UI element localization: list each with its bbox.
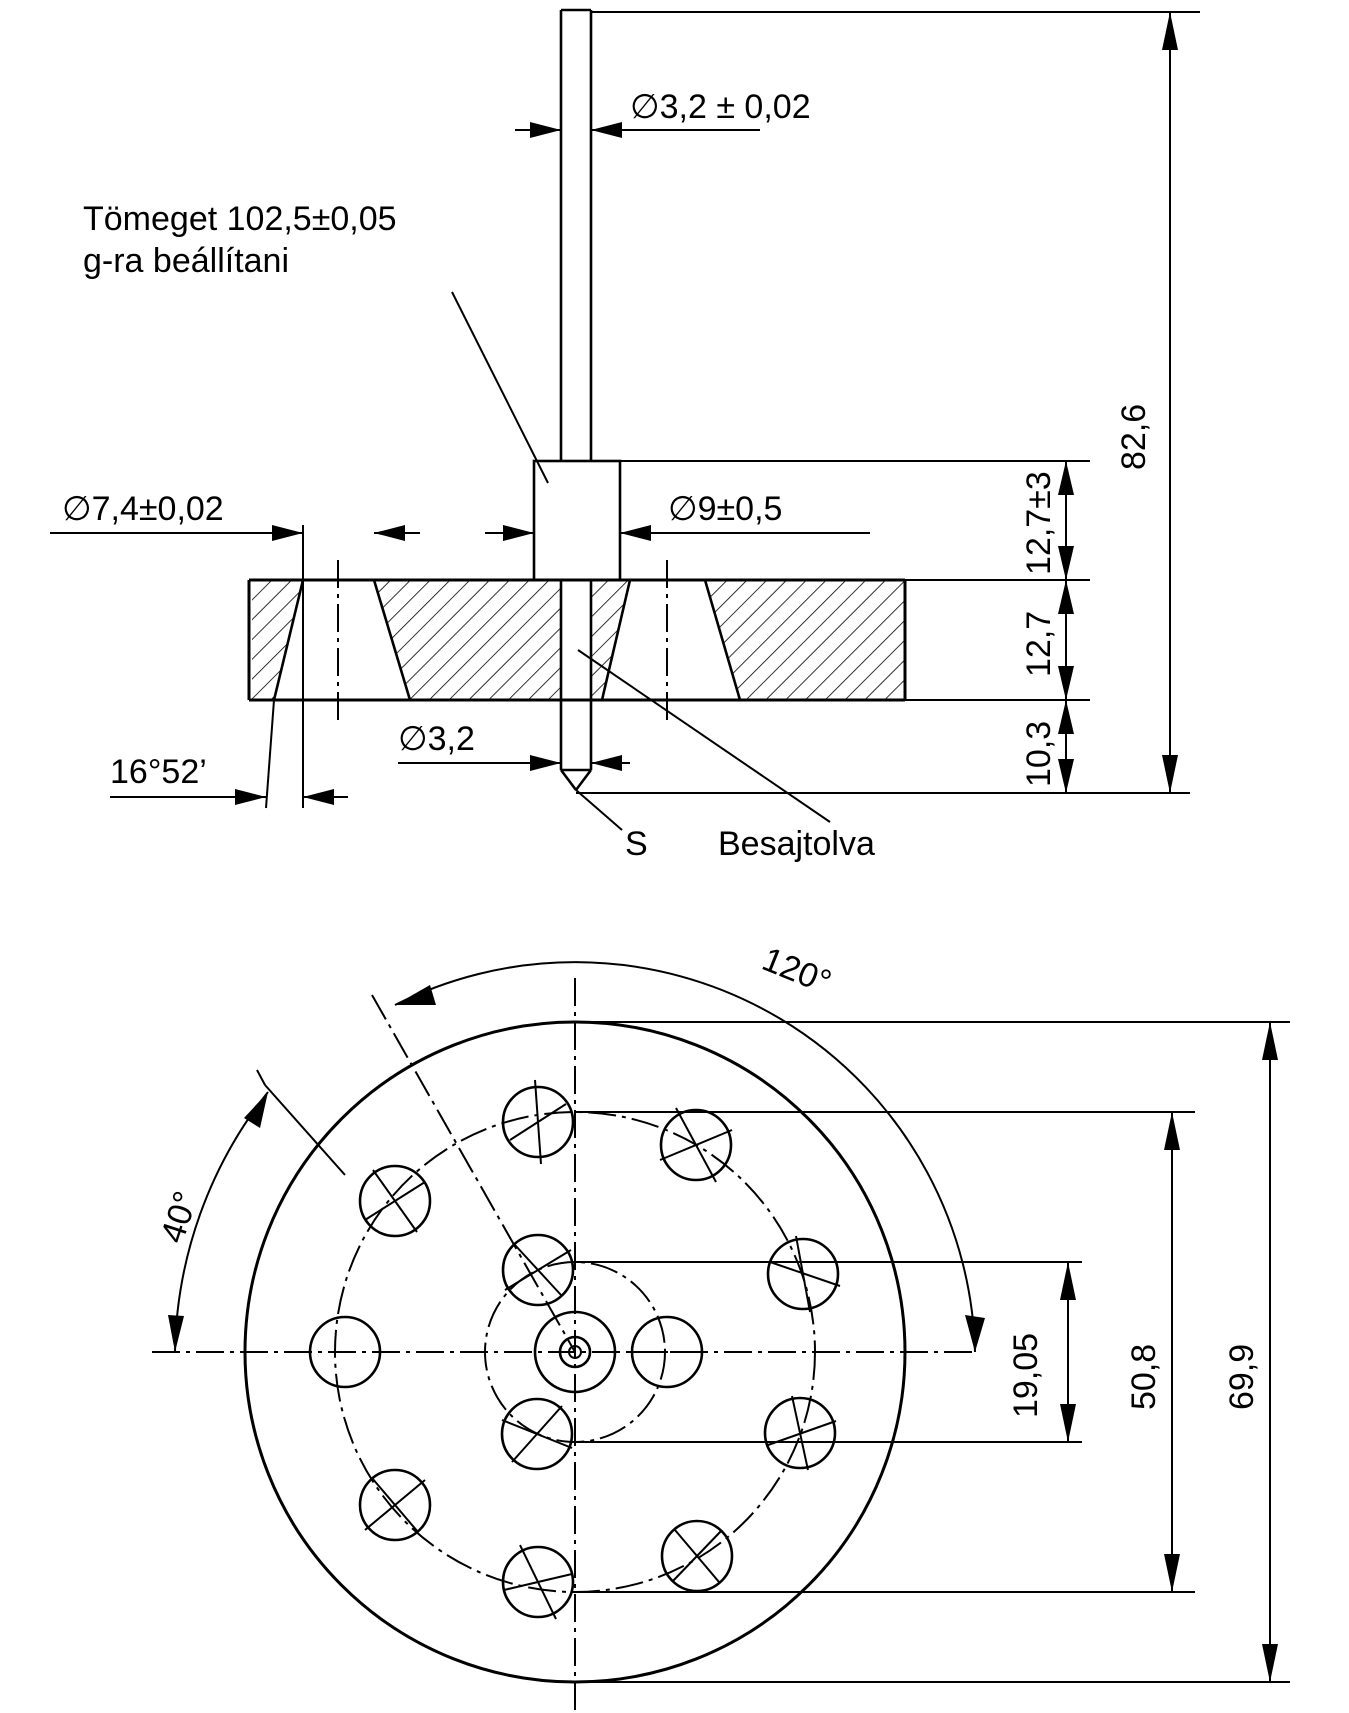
hole-diameter-label: ∅7,4±0,02	[62, 490, 224, 528]
hole-circle-label: 50,8	[1125, 1344, 1163, 1410]
central-shaft	[558, 1335, 592, 1369]
disc-section	[247, 560, 907, 720]
shaft	[559, 8, 593, 461]
central-hub	[533, 1310, 617, 1394]
dim-hole-diameter: ∅7,4±0,02	[50, 490, 420, 580]
tip-diameter-label: ∅3,2	[398, 720, 475, 758]
collar-diameter-label: ∅9±0,5	[668, 490, 782, 528]
outer-holes	[308, 1079, 841, 1620]
point-label: S	[625, 825, 648, 863]
inner-holes	[500, 1233, 704, 1471]
plan-dimensions: 69,9 50,8 19,05	[575, 1021, 1290, 1683]
angle-40-label: 40°	[153, 1187, 205, 1248]
dim-collar-diameter: ∅9±0,5	[485, 490, 870, 541]
shaft-diameter-label: ∅3,2 ± 0,02	[630, 88, 811, 126]
dim-angle-120: 120°	[394, 940, 985, 1353]
dim-shaft-diameter: ∅3,2 ± 0,02	[515, 88, 811, 138]
dim-taper-angle: 16°52’	[110, 580, 348, 809]
dim-tip-diameter: ∅3,2	[398, 720, 630, 771]
outer-diameter-label: 69,9	[1223, 1344, 1261, 1410]
mass-note-line2: g-ra beállítani	[83, 242, 289, 280]
disc-thickness-label: 12,7	[1020, 611, 1058, 677]
taper-angle-label: 16°52’	[110, 753, 207, 791]
side-view: ∅3,2 ± 0,02 Tömeget 102,5±0,05 g-ra beál…	[50, 8, 1200, 863]
vertical-dimensions: 82,6 12,7±3 12,7 10,3	[576, 11, 1200, 794]
total-height-label: 82,6	[1115, 404, 1153, 470]
central-point	[568, 1345, 582, 1359]
mass-note-line1: Tömeget 102,5±0,05	[83, 200, 397, 238]
collar-height-label: 12,7±3	[1020, 471, 1058, 575]
plan-view: 120° 40° 69,9 5	[152, 940, 1290, 1713]
mass-note: Tömeget 102,5±0,05 g-ra beállítani	[83, 200, 549, 484]
inner-circle-label: 19,05	[1007, 1333, 1045, 1418]
angle-120-label: 120°	[757, 940, 836, 1002]
tip-length-label: 10,3	[1020, 721, 1058, 787]
shaft-tip	[559, 700, 593, 791]
pressed-label: Besajtolva	[718, 825, 875, 863]
